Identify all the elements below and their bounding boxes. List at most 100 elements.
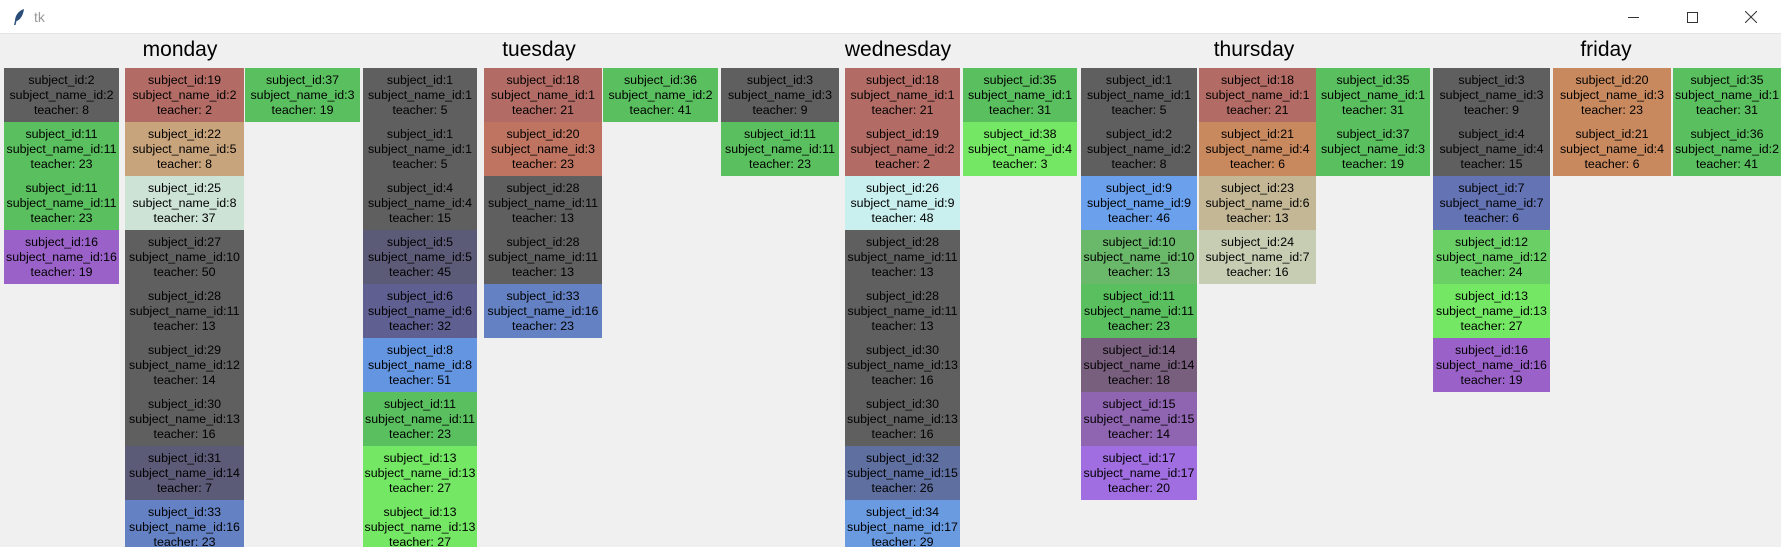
teacher-label: teacher: 27 <box>1460 318 1523 333</box>
subject-id-label: subject_id:26 <box>865 180 940 195</box>
teacher-label: teacher: 18 <box>1108 372 1170 387</box>
subject-id-label: subject_id:25 <box>147 180 222 195</box>
teacher-label: teacher: 16 <box>1226 264 1289 279</box>
subject-id-label: subject_id:24 <box>1220 234 1295 249</box>
subject-name-label: subject_name_id:13 <box>847 357 958 372</box>
subject-id-label: subject_id:35 <box>983 72 1057 87</box>
subject-name-label: subject_name_id:13 <box>129 411 240 426</box>
teacher-label: teacher: 37 <box>153 210 216 225</box>
subject-name-label: subject_name_id:5 <box>367 249 472 264</box>
subject-id-label: subject_id:30 <box>147 396 222 411</box>
subject-name-label: subject_name_id:12 <box>129 357 240 372</box>
teacher-label: teacher: 20 <box>1108 480 1170 495</box>
minimize-button[interactable] <box>1605 0 1661 34</box>
maximize-button[interactable] <box>1664 0 1720 34</box>
subject-id-label: subject_id:1 <box>386 72 454 87</box>
subject-name-label: subject_name_id:2 <box>850 141 955 156</box>
subject-id-label: subject_id:19 <box>147 72 222 87</box>
subject-id-label: subject_id:14 <box>1102 342 1176 357</box>
subject-name-label: subject_name_id:13 <box>1436 303 1547 318</box>
subject-id-label: subject_id:2 <box>1105 126 1173 141</box>
feather-icon <box>14 9 24 25</box>
subject-name-label: subject_name_id:10 <box>129 249 240 264</box>
subject-name-label: subject_name_id:3 <box>1320 141 1425 156</box>
subject-name-label: subject_name_id:11 <box>6 141 117 156</box>
teacher-label: teacher: 23 <box>153 534 216 547</box>
subject-id-label: subject_id:15 <box>1102 396 1176 411</box>
subject-id-label: subject_id:28 <box>506 234 580 249</box>
subject-name-label: subject_name_id:3 <box>727 87 832 102</box>
subject-id-label: subject_id:28 <box>506 180 580 195</box>
subject-id-label: subject_id:36 <box>1690 126 1764 141</box>
subject-name-label: subject_name_id:9 <box>850 195 955 210</box>
maximize-icon <box>1686 11 1698 23</box>
subject-id-label: subject_id:1 <box>1105 72 1173 87</box>
subject-id-label: subject_id:3 <box>1458 72 1525 87</box>
subject-id-label: subject_id:20 <box>506 126 580 141</box>
subject-name-label: subject_name_id:13 <box>364 519 476 534</box>
teacher-label: teacher: 31 <box>989 102 1051 117</box>
subject-id-label: subject_id:11 <box>1102 288 1176 303</box>
day-header-tuesday: tuesday <box>502 38 576 61</box>
teacher-label: teacher: 27 <box>389 480 451 495</box>
teacher-label: teacher: 46 <box>1108 210 1170 225</box>
subject-id-label: subject_id:21 <box>1575 126 1649 141</box>
subject-name-label: subject_name_id:15 <box>847 465 958 480</box>
teacher-label: teacher: 23 <box>389 426 451 441</box>
day-header-thursday: thursday <box>1213 38 1295 61</box>
day-header-friday: friday <box>1580 38 1632 61</box>
teacher-label: teacher: 23 <box>512 318 574 333</box>
teacher-label: teacher: 6 <box>1229 156 1286 171</box>
teacher-label: teacher: 23 <box>1581 102 1643 117</box>
teacher-label: teacher: 14 <box>1108 426 1170 441</box>
subject-name-label: subject_name_id:2 <box>1086 141 1191 156</box>
subject-name-label: subject_name_id:2 <box>132 87 237 102</box>
teacher-label: teacher: 7 <box>156 480 213 495</box>
subject-id-label: subject_id:38 <box>983 126 1057 141</box>
subject-id-label: subject_id:20 <box>1575 72 1649 87</box>
subject-name-label: subject_name_id:16 <box>487 303 599 318</box>
subject-name-label: subject_name_id:4 <box>1559 141 1664 156</box>
subject-id-label: subject_id:36 <box>623 72 698 87</box>
subject-name-label: subject_name_id:14 <box>1083 357 1195 372</box>
close-button[interactable] <box>1723 0 1779 34</box>
subject-name-label: subject_name_id:11 <box>1084 303 1194 318</box>
subject-id-label: subject_id:28 <box>865 288 940 303</box>
subject-id-label: subject_id:23 <box>1220 180 1295 195</box>
subject-name-label: subject_name_id:1 <box>1320 87 1425 102</box>
subject-id-label: subject_id:37 <box>1336 126 1410 141</box>
subject-id-label: subject_id:29 <box>147 342 222 357</box>
subject-id-label: subject_id:2 <box>28 72 95 87</box>
subject-id-label: subject_id:5 <box>386 234 454 249</box>
subject-name-label: subject_name_id:13 <box>364 465 476 480</box>
teacher-label: teacher: 19 <box>1342 156 1404 171</box>
subject-id-label: subject_id:6 <box>386 288 454 303</box>
teacher-label: teacher: 14 <box>153 372 216 387</box>
subject-name-label: subject_name_id:16 <box>129 519 240 534</box>
